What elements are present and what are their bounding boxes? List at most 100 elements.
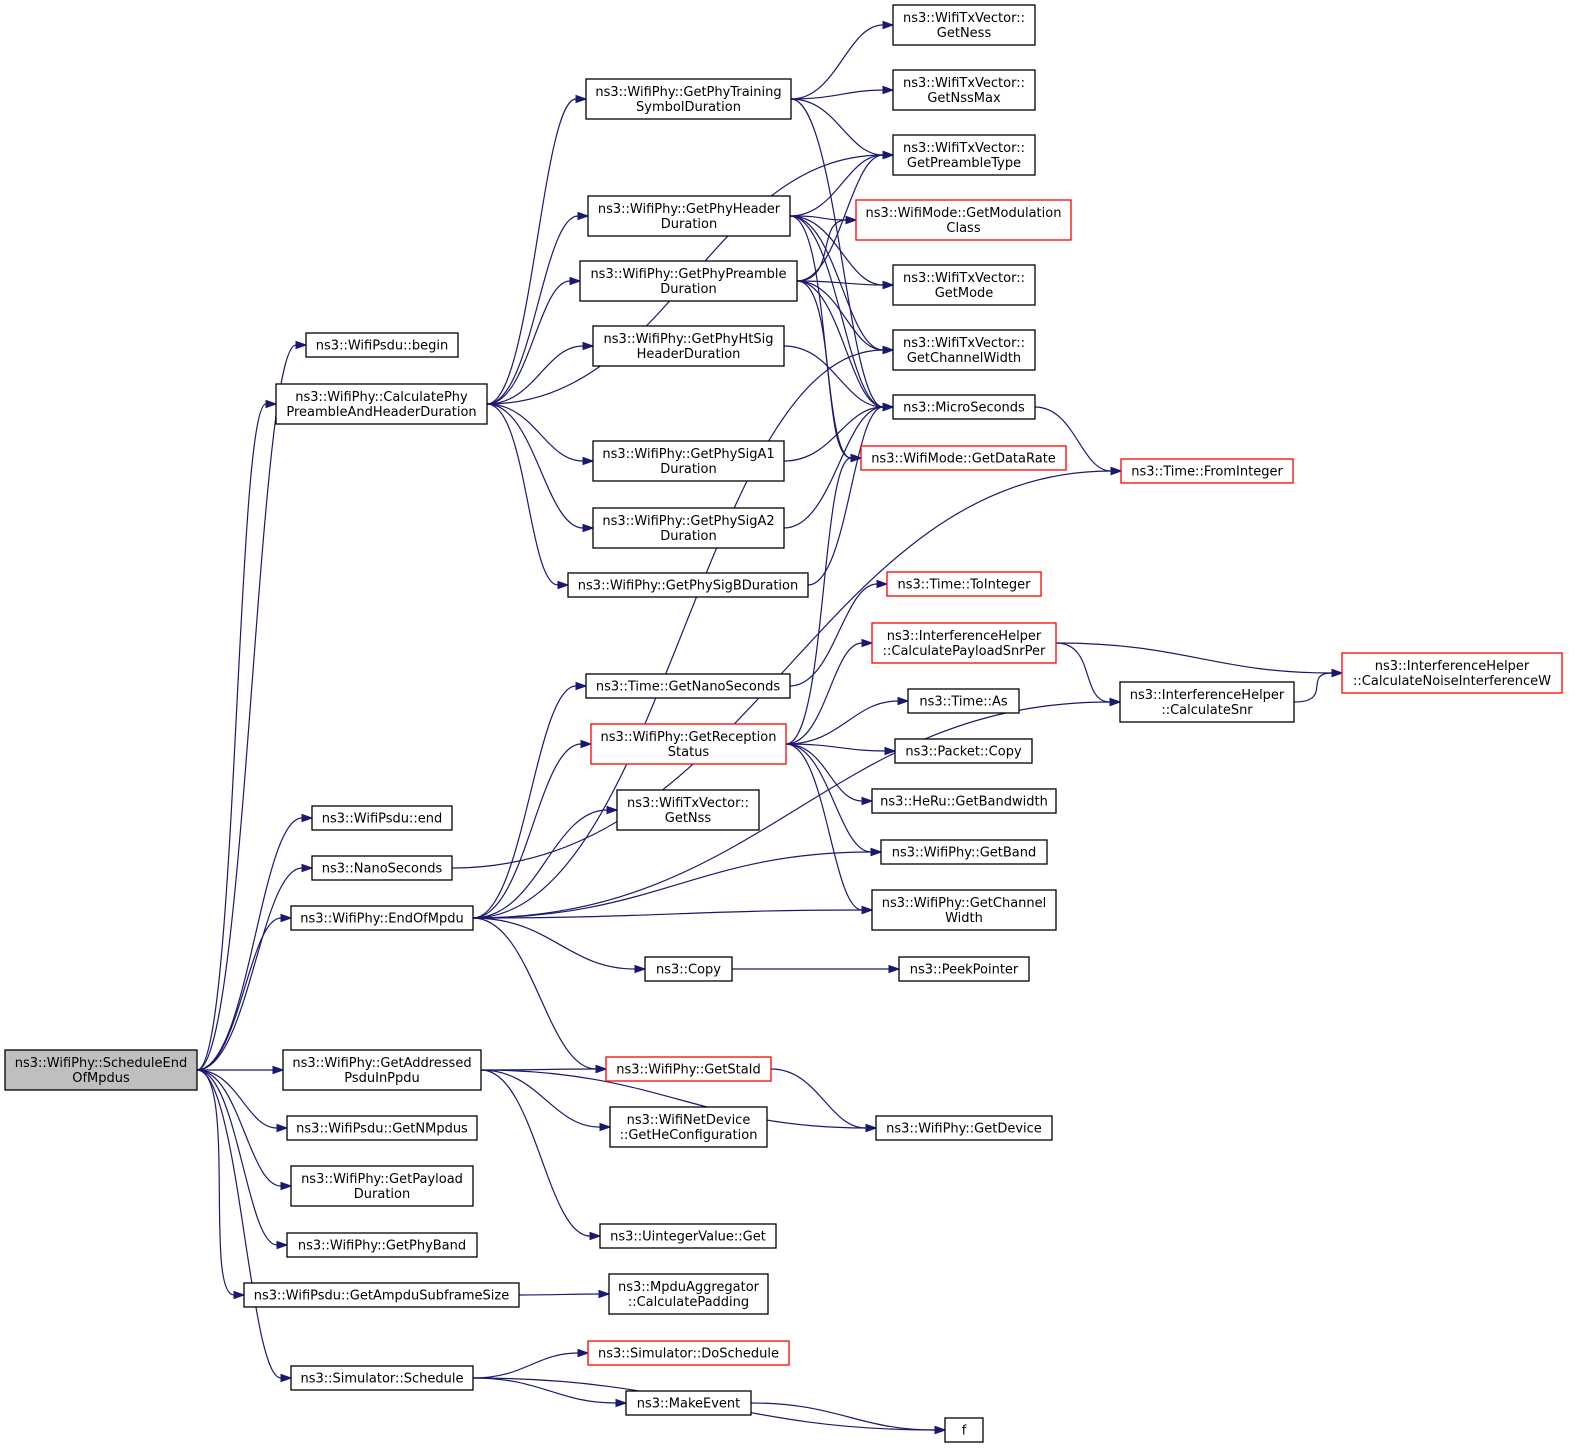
node-ns3-time-as[interactable]: ns3::Time::As — [907, 688, 1020, 714]
node-ns3-wifipsdu-end[interactable]: ns3::WifiPsdu::end — [311, 805, 453, 831]
edge-arrowhead — [870, 847, 883, 857]
node-label: GetPreambleType — [907, 156, 1021, 171]
node-ns3-copy[interactable]: ns3::Copy — [644, 956, 733, 982]
node-ns3-wifiphy-calculatephypreambleandheaderduration[interactable]: ns3::WifiPhy::CalculatePhyPreambleAndHea… — [275, 383, 488, 425]
node-label: ns3::WifiPhy::GetPhySigA1 — [602, 447, 774, 462]
node-label: Class — [946, 221, 980, 236]
edge-line — [472, 917, 636, 970]
node-ns3-simulator-doschedule[interactable]: ns3::Simulator::DoSchedule — [587, 1340, 790, 1366]
node-ns3-nanoseconds[interactable]: ns3::NanoSeconds — [311, 855, 453, 881]
node-ns3-wifitxvector-getpreambletype[interactable]: ns3::WifiTxVector::GetPreambleType — [892, 134, 1036, 176]
node-ns3-wifitxvector-getnss[interactable]: ns3::WifiTxVector::GetNss — [616, 789, 760, 831]
node-ns3-simulator-schedule[interactable]: ns3::Simulator::Schedule — [290, 1365, 474, 1391]
node-box — [860, 445, 1067, 471]
node-ns3-wifitxvector-getchannelwidth[interactable]: ns3::WifiTxVector::GetChannelWidth — [892, 329, 1036, 371]
node-label: ns3::InterferenceHelper — [1130, 688, 1285, 703]
edge-line — [451, 470, 1112, 869]
node-box — [871, 788, 1057, 814]
edge-calcpre-to-sigb — [486, 403, 570, 590]
node-ns3-wifiphy-getchannelwidth[interactable]: ns3::WifiPhy::GetChannelWidth — [871, 889, 1057, 931]
node-label: ns3::WifiNetDevice — [627, 1113, 751, 1128]
edge-recstatus-to-datarate — [785, 453, 863, 745]
node-ns3-wifiphy-getstaid[interactable]: ns3::WifiPhy::GetStaId — [605, 1056, 772, 1082]
edge-arrowhead — [634, 964, 647, 974]
edge-arrowhead — [280, 913, 293, 923]
node-ns3-wifiphy-getphytrainingsymbolduration[interactable]: ns3::WifiPhy::GetPhyTrainingSymbolDurati… — [585, 78, 792, 120]
node-ns3-wifiphy-getband[interactable]: ns3::WifiPhy::GetBand — [880, 839, 1048, 865]
node-label: ns3::WifiPsdu::end — [322, 812, 443, 827]
node-ns3-time-tointeger[interactable]: ns3::Time::ToInteger — [886, 571, 1042, 597]
node-ns3-packet-copy[interactable]: ns3::Packet::Copy — [894, 738, 1033, 764]
edge-line — [472, 851, 872, 919]
node-ns3-wifimode-getdatarate[interactable]: ns3::WifiMode::GetDataRate — [860, 445, 1067, 471]
node-box — [567, 572, 809, 598]
node-f[interactable]: f — [944, 1417, 984, 1443]
edge-recstatus-to-calcpsnr — [785, 638, 874, 745]
node-ns3-wifinetdevice-getheconfiguration[interactable]: ns3::WifiNetDevice::GetHeConfiguration — [609, 1106, 768, 1148]
edge-endofmpdu-to-recstatus — [472, 739, 593, 919]
node-ns3-interferencehelper-calculatepayloadsnrper[interactable]: ns3::InterferenceHelper::CalculatePayloa… — [871, 622, 1057, 664]
node-ns3-microseconds[interactable]: ns3::MicroSeconds — [892, 394, 1036, 420]
node-box — [880, 839, 1048, 865]
edge-line — [789, 154, 884, 217]
edge-arrowhead — [276, 1240, 289, 1250]
edge-line — [486, 345, 584, 405]
edge-arrowhead — [301, 813, 314, 823]
node-box — [894, 738, 1033, 764]
node-ns3-wifipsdu-getnmpdus[interactable]: ns3::WifiPsdu::GetNMpdus — [286, 1115, 478, 1141]
node-ns3-uintegervalue-get[interactable]: ns3::UintegerValue::Get — [599, 1223, 777, 1249]
node-ns3-interferencehelper-calculatenoiseinterferencew[interactable]: ns3::InterferenceHelper::CalculateNoiseI… — [1341, 652, 1563, 694]
node-label: ns3::WifiPhy::GetPhyBand — [298, 1239, 466, 1254]
node-ns3-wifipsdu-begin[interactable]: ns3::WifiPsdu::begin — [305, 332, 459, 358]
edge-line — [750, 1402, 936, 1431]
node-ns3-wifitxvector-getmode[interactable]: ns3::WifiTxVector::GetMode — [892, 264, 1036, 306]
edge-arrowhead — [575, 94, 588, 104]
edge-recstatus-to-getband — [785, 743, 883, 857]
node-ns3-peekpointer[interactable]: ns3::PeekPointer — [898, 956, 1030, 982]
node-label: ns3::WifiPsdu::GetAmpduSubframeSize — [254, 1289, 510, 1304]
edge-line — [785, 743, 886, 752]
node-ns3-heru-getbandwidth[interactable]: ns3::HeRu::GetBandwidth — [871, 788, 1057, 814]
node-label: ns3::WifiMode::GetModulation — [866, 206, 1062, 221]
node-ns3-interferencehelper-calculatesnr[interactable]: ns3::InterferenceHelper::CalculateSnr — [1119, 681, 1295, 723]
node-ns3-mpduaggregator-calculatepadding[interactable]: ns3::MpduAggregator::CalculatePadding — [608, 1273, 769, 1315]
node-ns3-makeevent[interactable]: ns3::MakeEvent — [625, 1390, 752, 1416]
edge-line — [785, 743, 863, 802]
node-ns3-wifiphy-endofmpdu[interactable]: ns3::WifiPhy::EndOfMpdu — [290, 905, 474, 931]
edge-arrowhead — [589, 1231, 602, 1241]
edge-arrowhead — [861, 638, 874, 648]
node-label: ns3::WifiPhy::GetChannel — [882, 896, 1047, 911]
node-box — [311, 855, 453, 881]
node-ns3-wifiphy-getphyband[interactable]: ns3::WifiPhy::GetPhyBand — [286, 1232, 478, 1258]
node-box — [585, 78, 792, 120]
edge-arrowhead — [1109, 697, 1122, 707]
node-label: ns3::Simulator::Schedule — [300, 1372, 463, 1387]
node-label: Width — [945, 911, 983, 926]
edge-preamble-to-modclass — [796, 215, 858, 282]
node-box — [286, 1232, 478, 1258]
node-ns3-wifiphy-getphysigbduration[interactable]: ns3::WifiPhy::GetPhySigBDuration — [567, 572, 809, 598]
node-ns3-wifitxvector-getness[interactable]: ns3::WifiTxVector::GetNess — [892, 4, 1036, 46]
node-ns3-time-getnanoseconds[interactable]: ns3::Time::GetNanoSeconds — [585, 673, 791, 699]
edge-arrowhead — [861, 905, 874, 915]
edge-line — [785, 700, 899, 745]
node-ns3-wifitxvector-getnssmax[interactable]: ns3::WifiTxVector::GetNssMax — [892, 69, 1036, 111]
edge-arrowhead — [577, 211, 590, 221]
node-label: Duration — [354, 1187, 410, 1202]
edge-sigb-to-micro — [807, 402, 895, 586]
node-ns3-wifipsdu-getampdusubframesize[interactable]: ns3::WifiPsdu::GetAmpduSubframeSize — [243, 1282, 520, 1308]
node-label: GetMode — [935, 286, 994, 301]
node-ns3-time-frominteger[interactable]: ns3::Time::FromInteger — [1120, 458, 1294, 484]
node-ns3-wifiphy-getdevice[interactable]: ns3::WifiPhy::GetDevice — [875, 1115, 1053, 1141]
edge-line — [1055, 642, 1333, 674]
